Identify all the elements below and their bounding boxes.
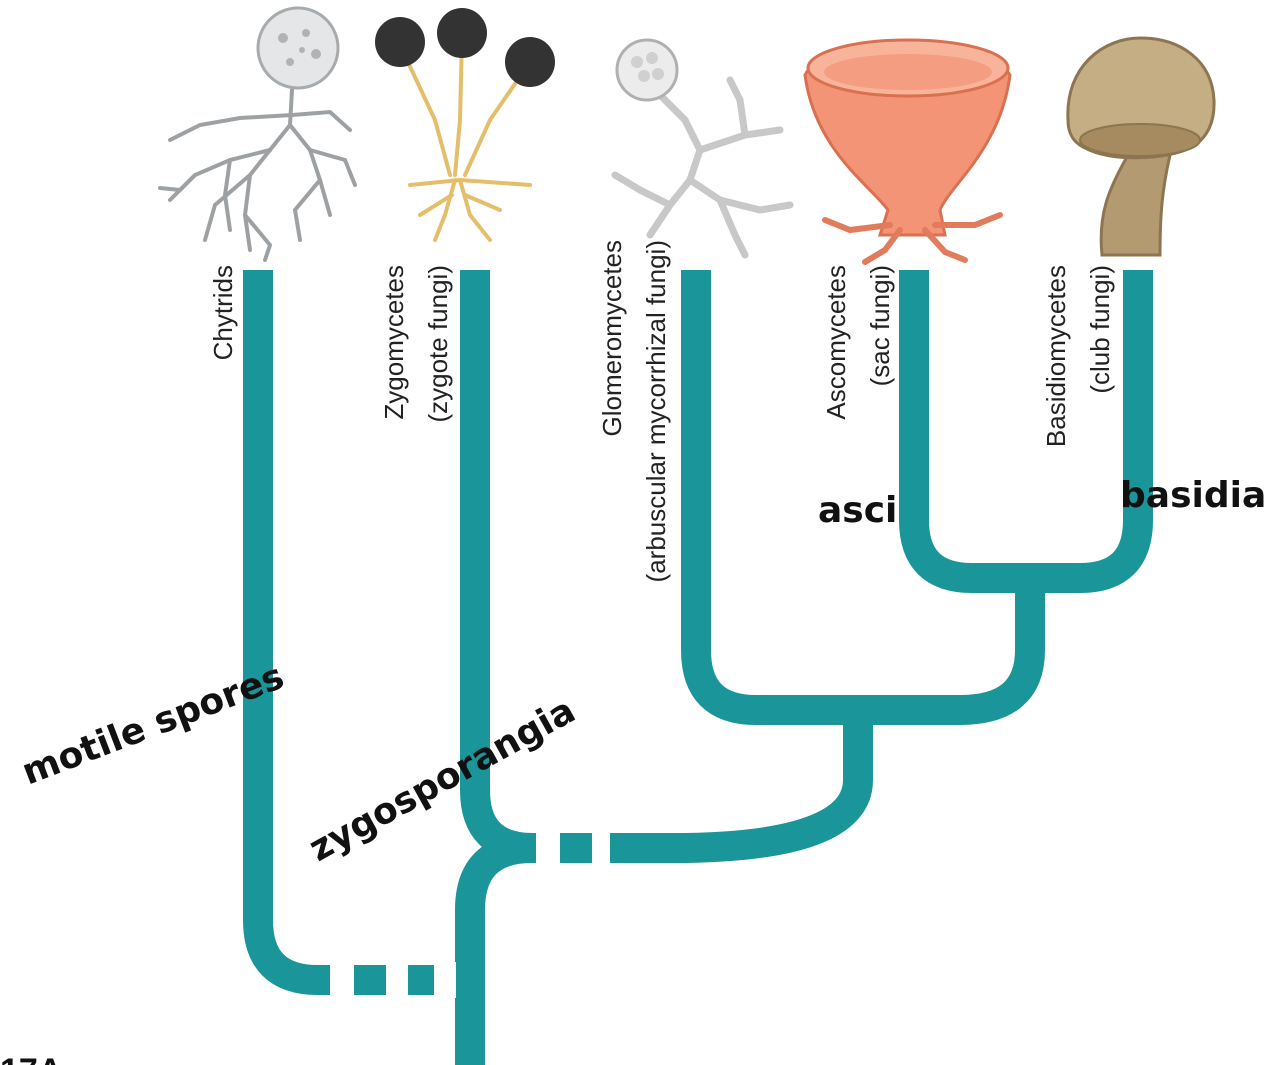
taxon-name: Ascomycetes (821, 265, 851, 420)
taxon-common-name: (arbuscular mycorrhizal fungi) (641, 240, 671, 582)
branch-post-zygo (672, 710, 858, 848)
branch-ascomycetes (914, 270, 1030, 578)
taxon-common-name: (sac fungi) (865, 265, 895, 386)
taxon-common-name: (zygote fungi) (423, 265, 453, 423)
basidiomycete-mushroom-icon (1068, 38, 1214, 255)
ascomycete-cup-icon (805, 40, 1010, 262)
taxon-label-glomeromycetes: Glomeromycetes (arbuscular mycorrhizal f… (597, 240, 671, 582)
taxon-label-zygomycetes: Zygomycetes (zygote fungi) (379, 265, 453, 423)
taxon-label-chytrids: Chytrids (208, 265, 238, 360)
taxon-name: Chytrids (208, 265, 238, 360)
zygomycete-icon (375, 8, 555, 240)
figure-label: 17A (0, 1052, 62, 1065)
taxon-label-basidiomycetes: Basidiomycetes (club fungi) (1041, 265, 1115, 447)
annotation-asci: asci (818, 490, 897, 531)
taxon-name: Zygomycetes (379, 265, 409, 420)
branch-dikarya-stem (858, 578, 1030, 710)
taxon-common-name: (club fungi) (1085, 265, 1115, 394)
taxon-name: Glomeromycetes (597, 240, 627, 437)
glomeromycete-icon (615, 40, 790, 255)
chytrid-icon (160, 8, 355, 260)
taxon-name: Basidiomycetes (1041, 265, 1071, 447)
annotation-basidia: basidia (1120, 475, 1266, 516)
branch-post-chytrid (470, 848, 532, 980)
taxon-label-ascomycetes: Ascomycetes (sac fungi) (821, 265, 895, 420)
